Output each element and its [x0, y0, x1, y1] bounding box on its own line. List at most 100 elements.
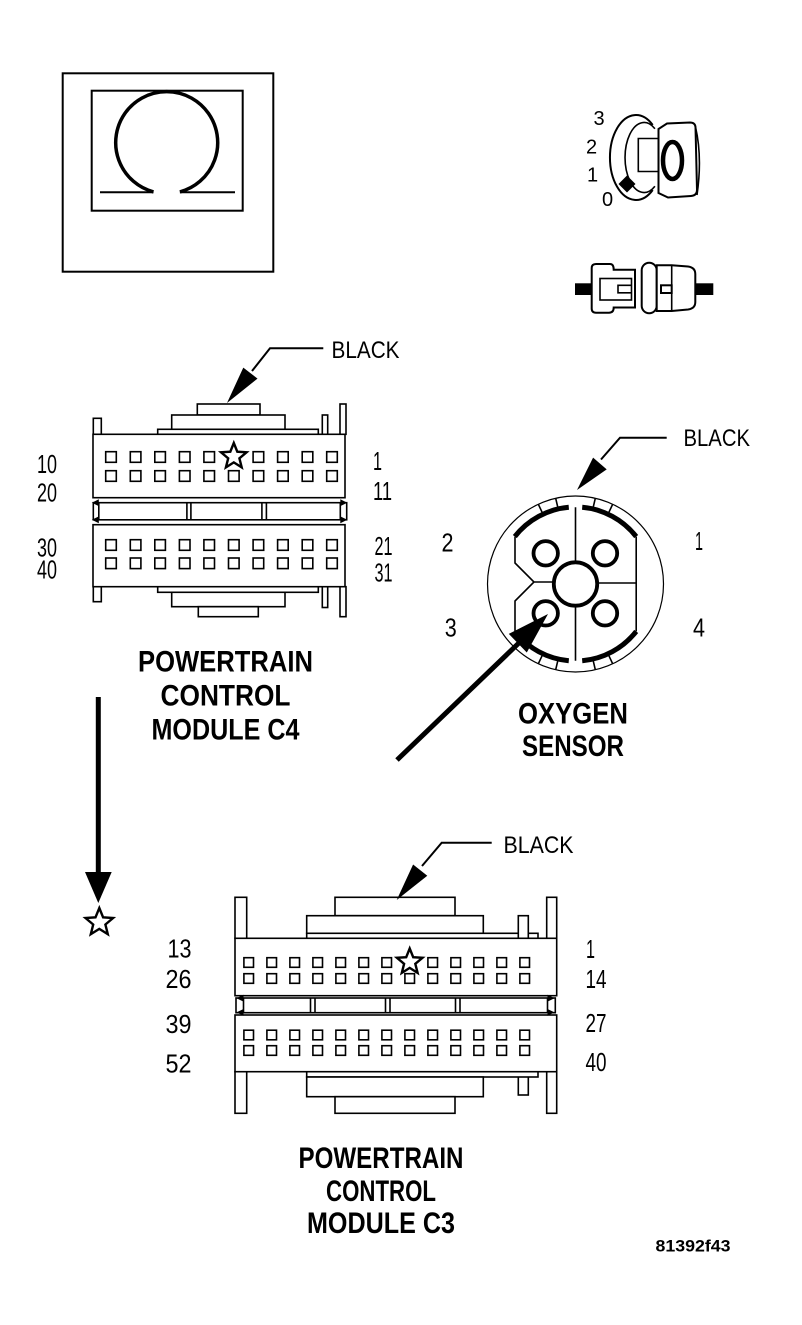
oxygen-sensor-connector: 2 1 3 4 [442, 495, 705, 673]
c4-bottom-tab-wide [156, 585, 320, 594]
c3-title-line2: CONTROL [326, 1175, 436, 1208]
pin-square [325, 469, 339, 483]
pin-square [154, 450, 167, 464]
c3-pin-label-13: 13 [168, 934, 192, 964]
pin-square [450, 956, 462, 969]
c4-callout-leader [251, 347, 324, 372]
c4-title-line1: POWERTRAIN [138, 646, 313, 679]
pin-square [104, 469, 118, 483]
pin-square [129, 557, 142, 570]
pin-square [473, 956, 485, 969]
pin-square [243, 972, 255, 985]
pin-square [496, 972, 508, 985]
c4-pin-label-10: 10 [37, 449, 57, 479]
pin-square [404, 1044, 416, 1057]
pin-square [154, 469, 167, 483]
pin-square [252, 469, 265, 483]
c4-title: POWERTRAIN CONTROL MODULE C4 [138, 646, 313, 747]
c3-flange-top-left [234, 896, 248, 940]
pin-square [243, 956, 255, 969]
left-wire-stub [575, 283, 592, 295]
c4-flange-bottom-left [92, 585, 103, 603]
pin-square [289, 956, 301, 969]
c4-flange-top-right [339, 403, 347, 436]
c3-flange-top-right [545, 896, 558, 940]
sensor-callout-arrowhead-icon [577, 457, 607, 490]
dial-wheel-outer [608, 114, 654, 201]
pin-square [427, 956, 439, 969]
pin-square [154, 557, 167, 570]
pin-square [325, 538, 339, 552]
pin-square [276, 557, 290, 570]
c3-flange-bottom-left [234, 1070, 248, 1115]
pin-square [178, 538, 191, 552]
pin-square [427, 1029, 439, 1041]
c3-pin-label-39: 39 [166, 1009, 192, 1039]
pin-square [266, 1029, 278, 1041]
star-legend-icon [82, 904, 117, 937]
c4-pin-label-31: 31 [375, 558, 393, 588]
pin-square [473, 1044, 485, 1057]
dial-notch [637, 137, 659, 173]
c3-pin-label-52: 52 [166, 1049, 192, 1079]
c3-body-upper [234, 937, 558, 997]
pin-square [519, 1029, 531, 1041]
pin-square [276, 538, 290, 552]
sensor-pin1-hole [590, 539, 620, 568]
dial-zero-window [660, 139, 685, 182]
pin-square [203, 557, 216, 570]
c3-callout-arrowhead-icon [396, 864, 428, 900]
c4-pin-label-40: 40 [37, 554, 57, 584]
pin-square [129, 538, 142, 552]
pin-square [252, 538, 265, 552]
c4-top-tab-medium [170, 414, 286, 431]
c4-body-lower [92, 523, 346, 588]
pin-square [496, 1029, 508, 1041]
c3-top-tab-small [334, 896, 456, 917]
pin-square [243, 1029, 255, 1041]
c3-title-line3: MODULE C3 [307, 1207, 455, 1240]
c4-latch-band [92, 501, 348, 521]
c3-latch-band-dividers [242, 998, 549, 1013]
female-latch-slot [660, 284, 673, 294]
c4-flange-top-left [92, 417, 103, 436]
c4-bottom-tab-medium [170, 591, 286, 608]
pin-square [266, 972, 278, 985]
pin-square [312, 1044, 324, 1057]
pin-square [335, 1044, 347, 1057]
female-connector-body [655, 264, 697, 312]
pin3-arrow-head-icon [508, 614, 548, 653]
c4-wire-color-label: BLACK [332, 337, 400, 364]
pin-square [154, 538, 167, 552]
pin-square [404, 1029, 416, 1041]
c4-top-tab-small [196, 403, 261, 416]
c4-lock-bar-top [321, 414, 329, 436]
c4-flange-bottom-right [339, 585, 347, 618]
pin-square [496, 1044, 508, 1057]
pin-square [266, 956, 278, 969]
pin-square [519, 956, 531, 969]
pin-square [473, 972, 485, 985]
pin3-pointer-arrow [395, 614, 548, 762]
pcm-c4-connector: 10 20 30 40 1 11 21 31 [37, 403, 393, 618]
down-arrow-head-icon [85, 872, 112, 903]
c3-title-line1: POWERTRAIN [299, 1142, 464, 1175]
ohmmeter-icon [61, 72, 275, 273]
c3-bottom-tab-small [334, 1095, 456, 1115]
ohm-glyph [113, 89, 220, 194]
c3-body-lower [234, 1014, 558, 1073]
pin-square [252, 557, 265, 570]
pin-square [381, 1044, 393, 1057]
pin-square [473, 1029, 485, 1041]
right-wire-stub [695, 283, 714, 295]
c3-top-tab-medium [305, 914, 485, 935]
sensor-pin-label-4: 4 [693, 613, 705, 643]
pin-square [325, 450, 339, 464]
c3-pin-grid [243, 945, 531, 1057]
pin-square [301, 469, 314, 483]
pin-square [519, 972, 531, 985]
star-pin-marker-icon [217, 439, 250, 471]
c3-lock-bar-top [517, 914, 530, 940]
c3-pin-label-14: 14 [586, 964, 607, 994]
sensor-center-boss [551, 560, 600, 608]
